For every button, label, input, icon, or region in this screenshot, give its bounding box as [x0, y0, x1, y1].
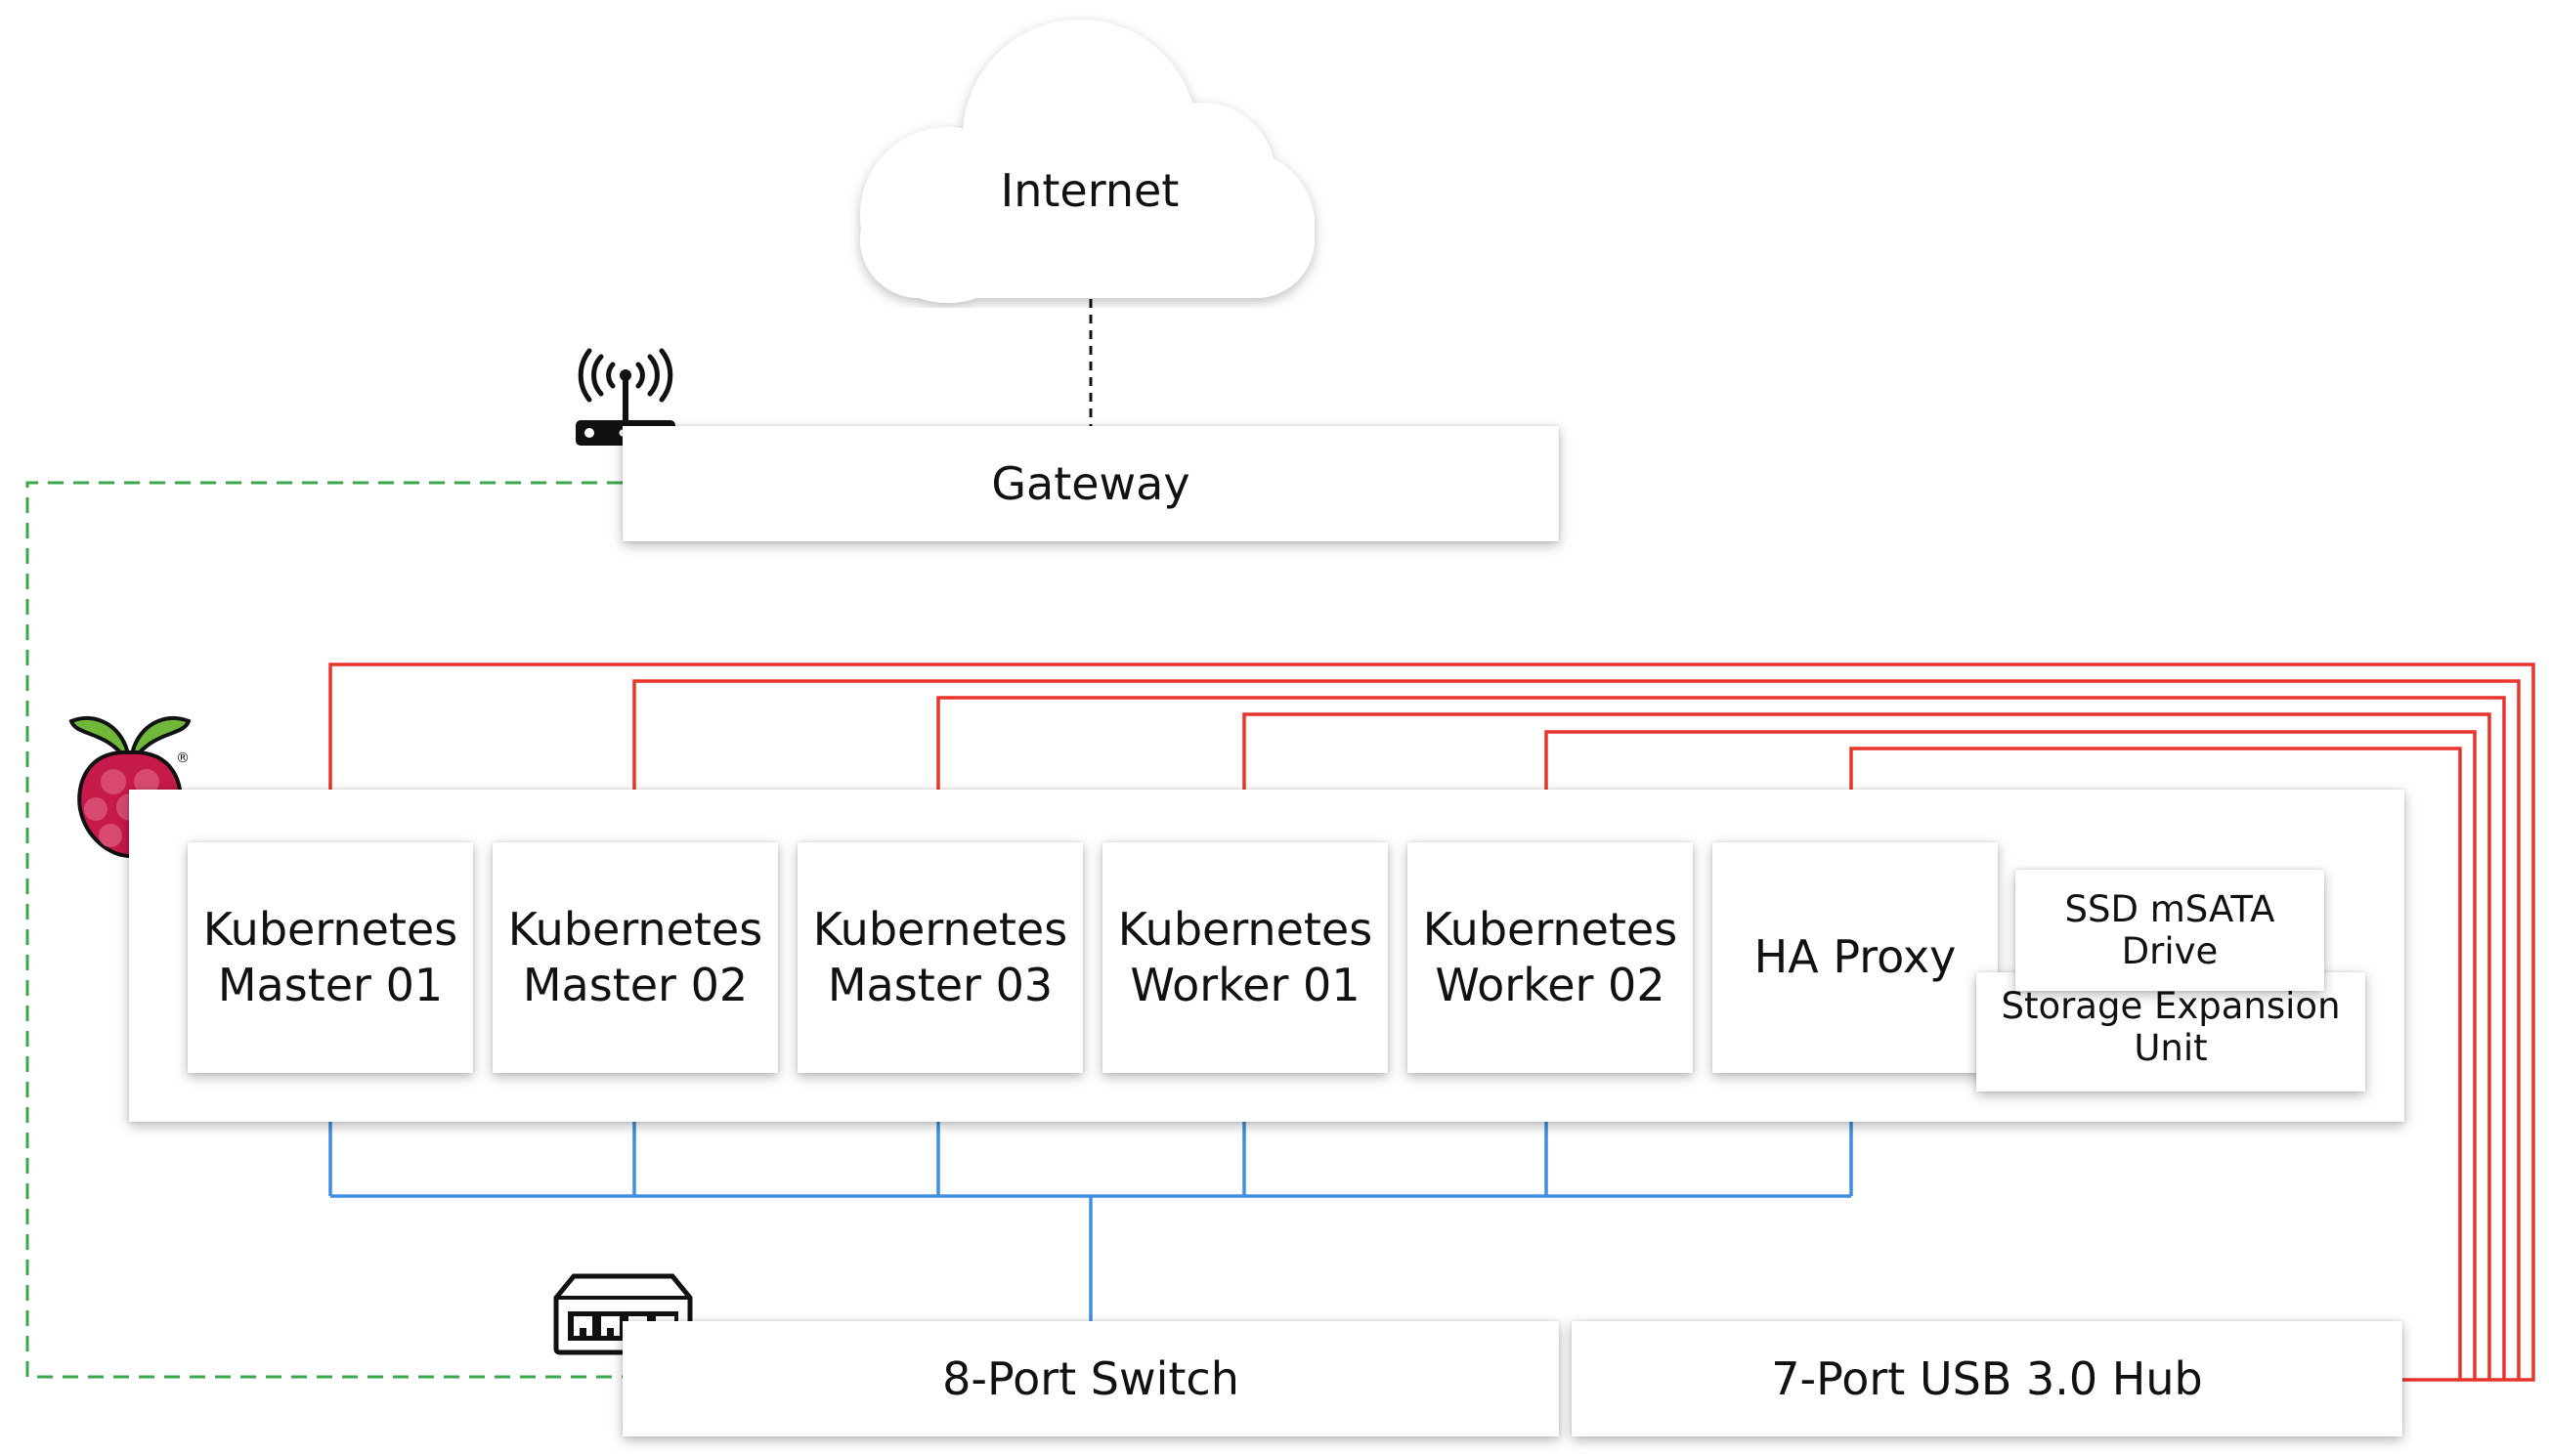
- ssd-msata-drive: SSD mSATA Drive: [2015, 870, 2324, 991]
- node-kubernetes-master-03: Kubernetes Master 03: [798, 842, 1083, 1073]
- node-kubernetes-master-02: Kubernetes Master 02: [493, 842, 778, 1073]
- internet-cloud: [860, 20, 1315, 303]
- node-kubernetes-worker-02: Kubernetes Worker 02: [1407, 842, 1693, 1073]
- storage-expansion-label: Storage Expansion Unit: [2001, 985, 2341, 1069]
- usb-power-lines: [328, 663, 2535, 1382]
- gateway-switch-uplink: [25, 481, 623, 1379]
- node-kubernetes-worker-01: Kubernetes Worker 01: [1102, 842, 1388, 1073]
- usb-hub-box: 7-Port USB 3.0 Hub: [1572, 1321, 2402, 1436]
- node-label: HA Proxy: [1753, 930, 1957, 984]
- node-label: Kubernetes Master 01: [202, 902, 458, 1012]
- internet-label: Internet: [1000, 164, 1180, 217]
- node-label: Kubernetes Master 02: [507, 902, 763, 1012]
- gateway-label: Gateway: [991, 457, 1190, 510]
- switch-box: 8-Port Switch: [623, 1321, 1559, 1436]
- node-label: Kubernetes Worker 01: [1117, 902, 1373, 1012]
- svg-text:®: ®: [176, 750, 190, 766]
- node-ha-proxy: HA Proxy: [1712, 842, 1998, 1073]
- gateway-box: Gateway: [623, 426, 1559, 541]
- ssd-label: SSD mSATA Drive: [2064, 888, 2275, 972]
- usb-hub-label: 7-Port USB 3.0 Hub: [1771, 1352, 2203, 1405]
- node-label: Kubernetes Worker 02: [1422, 902, 1678, 1012]
- storage-expansion-unit: Storage Expansion Unit: [1976, 972, 2365, 1092]
- node-kubernetes-master-01: Kubernetes Master 01: [188, 842, 473, 1073]
- switch-label: 8-Port Switch: [942, 1352, 1239, 1405]
- node-label: Kubernetes Master 03: [812, 902, 1068, 1012]
